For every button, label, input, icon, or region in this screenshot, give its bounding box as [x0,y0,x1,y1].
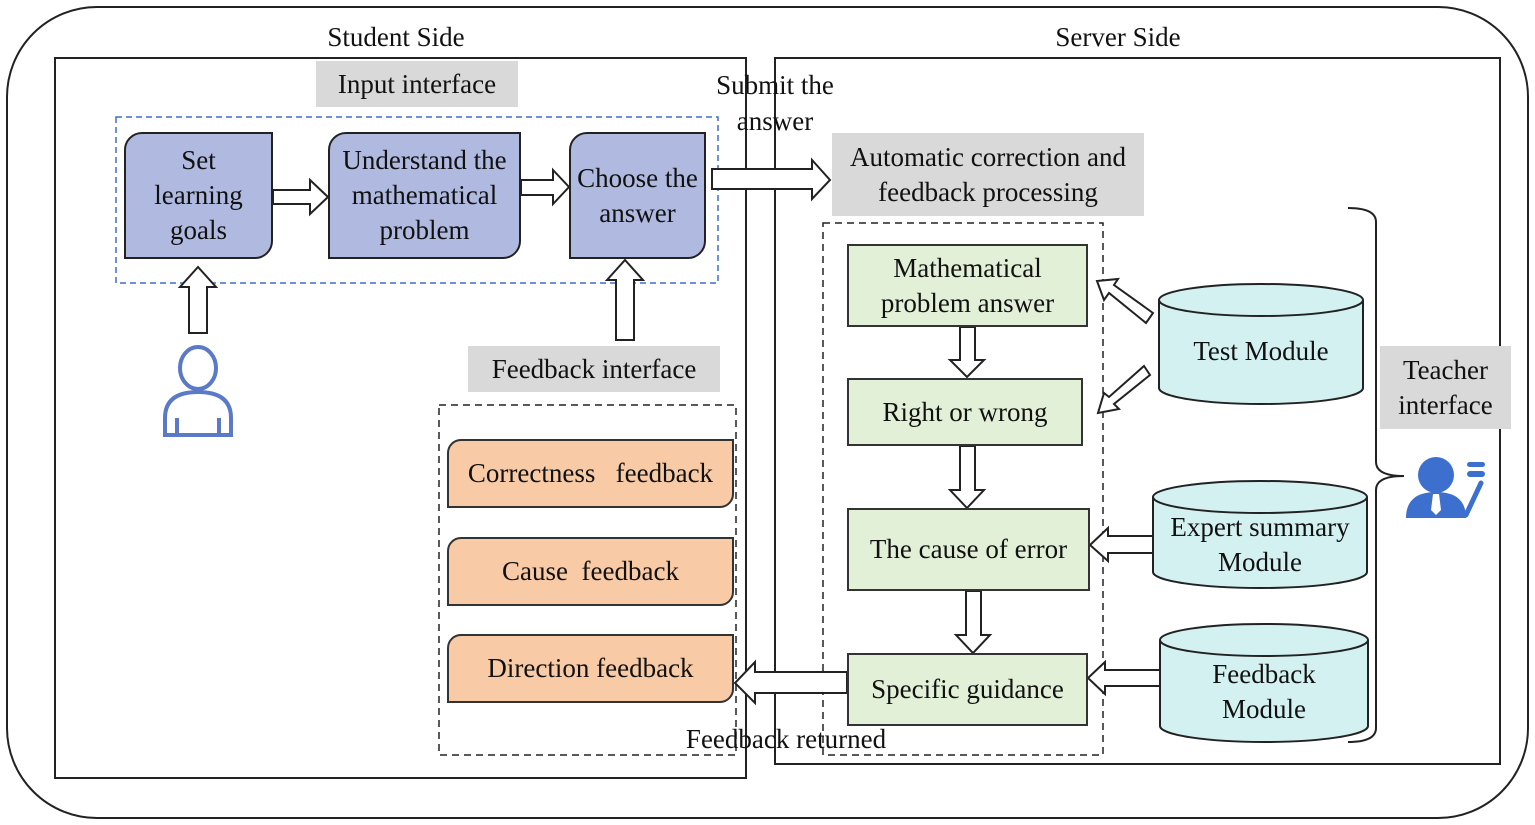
arrow-expert-to-cause [1088,525,1154,564]
arrow-test-to-right-wrong [1096,364,1152,415]
feedback-module-label: Feedback Module [1212,659,1316,724]
feedback-returned-label: Feedback returned [685,724,887,754]
submit-answer-label: Submit the answer [716,70,834,136]
node-label: The cause of error [869,534,1068,564]
input-group-border [115,116,719,284]
server-side-title: Server Side [1055,22,1181,52]
node-cause-feedback[interactable]: Cause feedback [447,537,734,606]
server-group-border [822,222,1104,756]
node-right-or-wrong[interactable]: Right or wrong [847,378,1083,446]
node-label: Specific guidance [871,674,1064,704]
arrow-feedback-up [604,258,646,341]
teacher-interface-label: Teacher interface [1380,346,1511,429]
arrow-cause-to-guidance [953,590,993,655]
node-choose-answer[interactable]: Choose the answer [569,132,706,259]
node-direction-feedback[interactable]: Direction feedback [447,634,734,703]
feedback-interface-label: Feedback interface [468,346,720,392]
outer-frame [6,6,1529,819]
cylinder-test-module [1158,283,1364,405]
student-side-title: Student Side [327,22,465,52]
node-label: Cause feedback [502,556,679,586]
arrow-student-up [177,265,219,334]
node-understand-problem[interactable]: Understand the mathematical problem [328,132,521,259]
arrow-answer-to-right [947,326,987,379]
node-label: Choose the answer [577,162,698,228]
node-correctness-feedback[interactable]: Correctness feedback [447,439,734,508]
arrow-submit-answer [711,157,832,202]
test-module-label: Test Module [1193,335,1329,366]
node-label: Set learning goals [154,145,243,245]
cylinder-feedback-module [1159,623,1369,743]
node-label: Correctness feedback [467,458,714,488]
teacher-user-icon [1406,457,1485,518]
node-label: Mathematical problem answer [880,252,1055,318]
node-set-learning-goals[interactable]: Set learning goals [124,132,273,259]
node-label: Direction feedback [487,653,694,683]
expert-module-label: Expert summary Module [1170,512,1350,577]
teacher-brace [1347,207,1405,743]
node-cause-of-error[interactable]: The cause of error [847,508,1090,591]
student-user-icon [163,345,233,437]
input-interface-label: Input interface [316,61,518,107]
node-label: Understand the mathematical problem [342,145,507,245]
node-specific-guidance[interactable]: Specific guidance [847,653,1088,726]
arrow-goals-to-understand [272,177,330,217]
node-problem-answer[interactable]: Mathematical problem answer [847,244,1088,327]
arrow-test-to-answer [1095,277,1155,325]
arrow-right-to-cause [947,445,987,510]
arrow-understand-to-choose [520,167,571,207]
feedback-group-border [438,404,737,756]
arrow-feedback-returned [733,659,848,706]
student-side-panel [54,57,747,779]
cylinder-expert-module [1152,480,1368,589]
arrow-feedbackmod-to-guidance [1086,659,1161,697]
processing-label: Automatic correction and feedback proces… [832,133,1144,216]
node-label: Right or wrong [882,396,1048,427]
